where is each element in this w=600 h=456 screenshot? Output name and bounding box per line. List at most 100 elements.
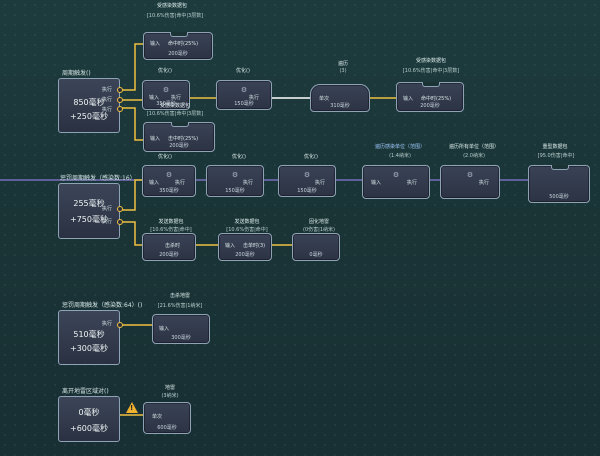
single-label: 单次 (319, 96, 330, 102)
hit-label: 击中时(25%) (168, 136, 199, 142)
hit-label: 击单时(3) (243, 243, 266, 249)
input-label: 输入 (149, 180, 160, 186)
single-label: 单次 (152, 414, 163, 420)
gear-icon: ⚙ (165, 171, 173, 179)
trigger-time: 510毫秒 (73, 330, 105, 339)
optimize-node[interactable]: ⚙ 输入 执行 350毫秒 (142, 165, 196, 197)
input-label: 输入 (150, 41, 161, 47)
exec-label: 执行 (102, 321, 113, 327)
hit-label: 击杀时 (165, 243, 181, 249)
node-title: 优化() (304, 154, 318, 160)
exec-label: 执行 (102, 97, 113, 103)
node-duration: 200毫秒 (169, 143, 189, 149)
trigger-time: 255毫秒 (73, 199, 105, 208)
node-duration: 350毫秒 (159, 188, 179, 194)
input-label: 输入 (371, 180, 382, 186)
gear-icon: ⚙ (303, 171, 311, 179)
node-title: 固化地雷 (308, 219, 329, 225)
input-label: 输入 (225, 243, 236, 249)
node-duration: 200毫秒 (168, 51, 188, 57)
warning-icon: ! (126, 402, 138, 413)
heavy-packet-node[interactable]: 500毫秒 (528, 165, 590, 203)
input-label: 输入 (149, 95, 160, 101)
trigger-delay: +250毫秒 (70, 112, 108, 121)
node-duration: 600毫秒 (157, 425, 177, 431)
gear-icon: ⚙ (162, 86, 170, 94)
node-subtitle: [10.6%伤害|命中|3层数] (146, 13, 204, 19)
exec-label: 执行 (315, 180, 326, 186)
exec-label: 执行 (102, 107, 113, 113)
node-duration: 300毫秒 (171, 335, 191, 341)
node-duration: 150毫秒 (297, 188, 317, 194)
input-label: 输入 (150, 136, 161, 142)
exec-label: 执行 (249, 95, 260, 101)
mine-node[interactable]: 单次 600毫秒 (143, 402, 191, 434)
optimize-node[interactable]: ⚙ 执行 150毫秒 (206, 165, 264, 197)
exec-label: 执行 (175, 180, 186, 186)
node-duration: 200毫秒 (235, 252, 255, 258)
node-subtitle: [95.0伤害|命中] (537, 153, 575, 159)
gear-icon: ⚙ (392, 171, 400, 179)
kill-mine-node[interactable]: 输入 300毫秒 (152, 314, 210, 344)
gear-icon: ⚙ (231, 171, 239, 179)
node-title: 优化() (232, 154, 246, 160)
node-duration: 200毫秒 (159, 252, 179, 258)
trigger-delay: +750毫秒 (70, 215, 108, 224)
leave-mine-trigger-node[interactable]: 0毫秒 +600毫秒 (58, 396, 120, 442)
node-subtitle: [10.6%伤害|命中] (226, 227, 268, 233)
optimize-node[interactable]: ⚙ 执行 150毫秒 (216, 80, 272, 110)
exec-out-pin[interactable] (117, 219, 123, 225)
trigger-title: 惩罚周期触发（感染数:64）() (62, 302, 143, 309)
send-packet-node[interactable]: 击杀时 200毫秒 (142, 233, 196, 261)
node-title: 遍历感染单位（范围） (374, 144, 425, 150)
period-trigger-node[interactable]: 850毫秒 +250毫秒 (58, 78, 120, 133)
trigger-delay: +600毫秒 (70, 424, 108, 433)
trigger-title: 周期触发() (62, 70, 91, 77)
send-packet-node[interactable]: 输入 击单时(3) 200毫秒 (218, 233, 272, 261)
node-duration: 200毫秒 (420, 103, 440, 109)
hit-label: 命中时(25%) (168, 41, 199, 47)
node-duration: 310毫秒 (330, 103, 350, 109)
node-duration: 350毫秒 (156, 101, 176, 107)
node-subtitle: [21.6%伤害|1纳米] (157, 303, 203, 309)
trigger-delay: +300毫秒 (70, 344, 108, 353)
node-title: 遍历所有单位（范围） (448, 144, 499, 150)
node-title: 受感染数据包 (159, 103, 190, 109)
node-subtitle: [10.6%伤害|命中|3层数] (402, 68, 460, 74)
iterate-node[interactable]: 单次 310毫秒 (310, 84, 370, 112)
iterate-all-node[interactable]: ⚙ 执行 (440, 165, 500, 199)
optimize-node[interactable]: ⚙ 执行 150毫秒 (278, 165, 336, 197)
node-duration: 150毫秒 (234, 101, 254, 107)
node-duration: 500毫秒 (549, 194, 569, 200)
iterate-infected-node[interactable]: ⚙ 输入 执行 (362, 165, 430, 199)
exec-out-pin[interactable] (117, 87, 123, 93)
trigger-title: 惩罚周期触发（感染数:16） (60, 175, 136, 182)
penalty-trigger-node[interactable]: 510毫秒 +300毫秒 (58, 310, 120, 365)
exec-label: 执行 (407, 180, 418, 186)
node-title: 优化() (158, 154, 172, 160)
exec-label: 执行 (243, 180, 254, 186)
trigger-time: 850毫秒 (73, 98, 105, 107)
node-subtitle: (0伤害|1纳米) (303, 227, 335, 233)
infected-packet-node[interactable]: 输入 命中时(25%) 200毫秒 (143, 32, 213, 60)
exec-out-pin[interactable] (117, 322, 123, 328)
node-title: 优化() (236, 68, 250, 74)
node-title: 发送数据包 (234, 219, 260, 225)
node-title: 地雷 (164, 385, 175, 391)
gear-icon: ⚙ (466, 171, 474, 179)
solidify-mine-node[interactable]: 0毫秒 (292, 233, 340, 261)
node-subtitle: [10.6%伤害|命中|3层数] (146, 111, 204, 117)
hit-label: 命中时(25%) (421, 96, 452, 102)
exec-out-pin[interactable] (117, 97, 123, 103)
optimize-node[interactable]: ⚙ 输入 执行 350毫秒 (142, 80, 190, 110)
node-subtitle: (2.0纳米) (463, 153, 485, 159)
input-label: 输入 (159, 326, 170, 332)
exec-label: 执行 (171, 95, 182, 101)
infected-packet-node[interactable]: 输入 命中时(25%) 200毫秒 (396, 82, 464, 112)
trigger-time: 0毫秒 (78, 408, 100, 417)
node-subtitle: (1.4纳米) (389, 153, 411, 159)
exec-out-pin[interactable] (117, 206, 123, 212)
exec-out-pin[interactable] (117, 106, 123, 112)
infected-packet-node[interactable]: 输入 击中时(25%) 200毫秒 (143, 122, 215, 152)
node-duration: 0毫秒 (309, 252, 323, 258)
